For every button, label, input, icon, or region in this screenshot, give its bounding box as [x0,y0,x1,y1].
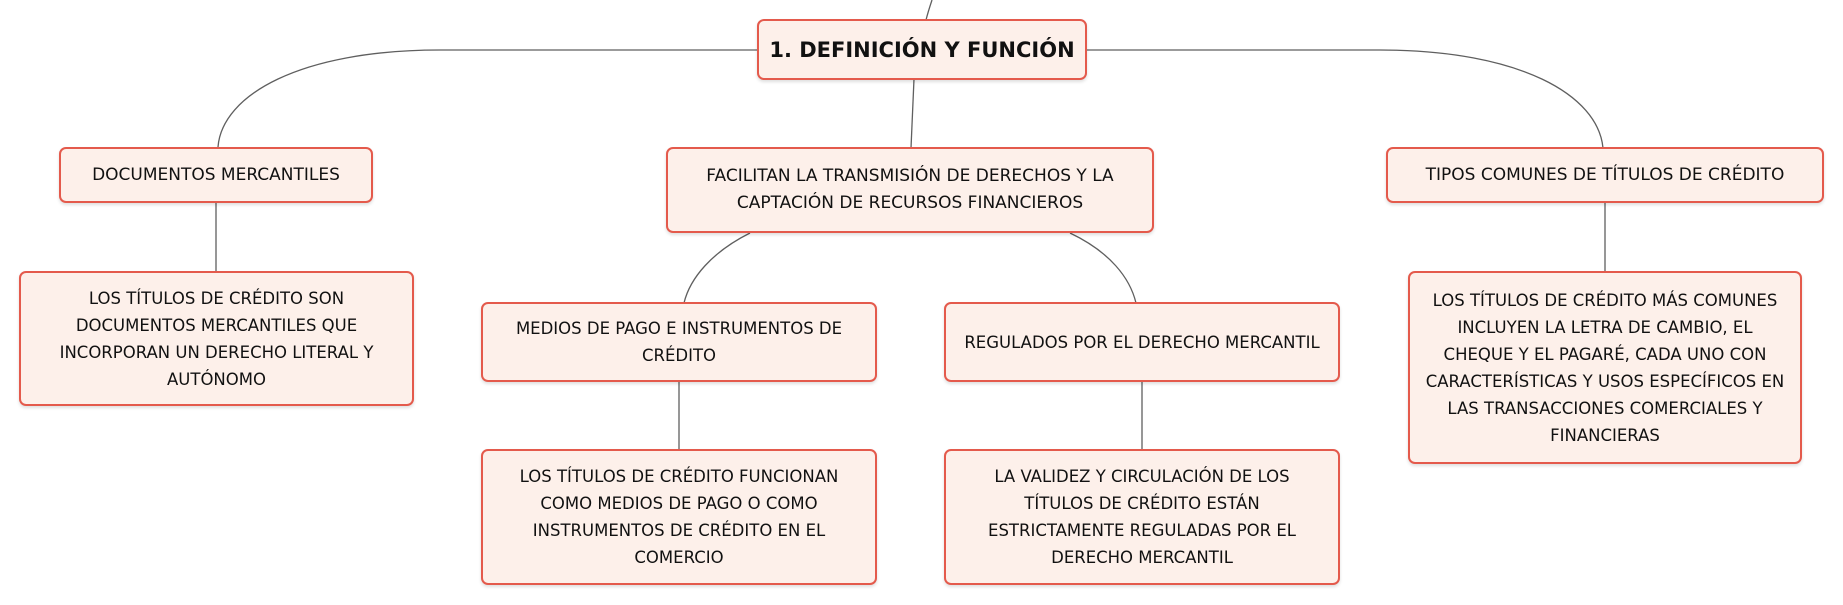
node-medios-pago-label: MEDIOS DE PAGO E INSTRUMENTOS DE CRÉDITO [515,319,843,365]
node-regulados[interactable]: REGULADOS POR EL DERECHO MERCANTIL [944,302,1340,382]
connector-root-tipos [1086,49,1604,149]
node-documentos-mercantiles-label: DOCUMENTOS MERCANTILES [92,164,340,185]
node-tipos-detail[interactable]: LOS TÍTULOS DE CRÉDITO MÁS COMUNES INCLU… [1408,271,1802,464]
node-documentos-detail-label: LOS TÍTULOS DE CRÉDITO SON DOCUMENTOS ME… [59,288,374,389]
node-facilitan[interactable]: FACILITAN LA TRANSMISIÓN DE DERECHOS Y L… [666,147,1154,233]
node-documentos-mercantiles[interactable]: DOCUMENTOS MERCANTILES [59,147,373,203]
node-tipos-detail-label: LOS TÍTULOS DE CRÉDITO MÁS COMUNES INCLU… [1425,290,1785,445]
connector-parent-root [925,0,933,21]
connector-facilitan-regulados [1069,232,1137,304]
node-regulados-detail[interactable]: LA VALIDEZ Y CIRCULACIÓN DE LOS TÍTULOS … [944,449,1340,585]
node-facilitan-label: FACILITAN LA TRANSMISIÓN DE DERECHOS Y L… [706,166,1114,213]
node-documentos-detail[interactable]: LOS TÍTULOS DE CRÉDITO SON DOCUMENTOS ME… [19,271,414,406]
node-medios-detail[interactable]: LOS TÍTULOS DE CRÉDITO FUNCIONAN COMO ME… [481,449,877,585]
connector-root-documentos [217,49,757,148]
node-regulados-label: REGULADOS POR EL DERECHO MERCANTIL [964,332,1320,352]
root-node[interactable]: 1. DEFINICIÓN Y FUNCIÓN [757,19,1087,80]
node-medios-detail-label: LOS TÍTULOS DE CRÉDITO FUNCIONAN COMO ME… [519,467,839,567]
connector-root-facilitan [910,78,915,149]
node-tipos-comunes[interactable]: TIPOS COMUNES DE TÍTULOS DE CRÉDITO [1386,147,1824,203]
connector-facilitan-medios [683,232,751,304]
node-medios-pago[interactable]: MEDIOS DE PAGO E INSTRUMENTOS DE CRÉDITO [481,302,877,382]
root-node-label: 1. DEFINICIÓN Y FUNCIÓN [769,37,1075,62]
node-tipos-comunes-label: TIPOS COMUNES DE TÍTULOS DE CRÉDITO [1425,164,1785,185]
node-regulados-detail-label: LA VALIDEZ Y CIRCULACIÓN DE LOS TÍTULOS … [988,467,1296,567]
